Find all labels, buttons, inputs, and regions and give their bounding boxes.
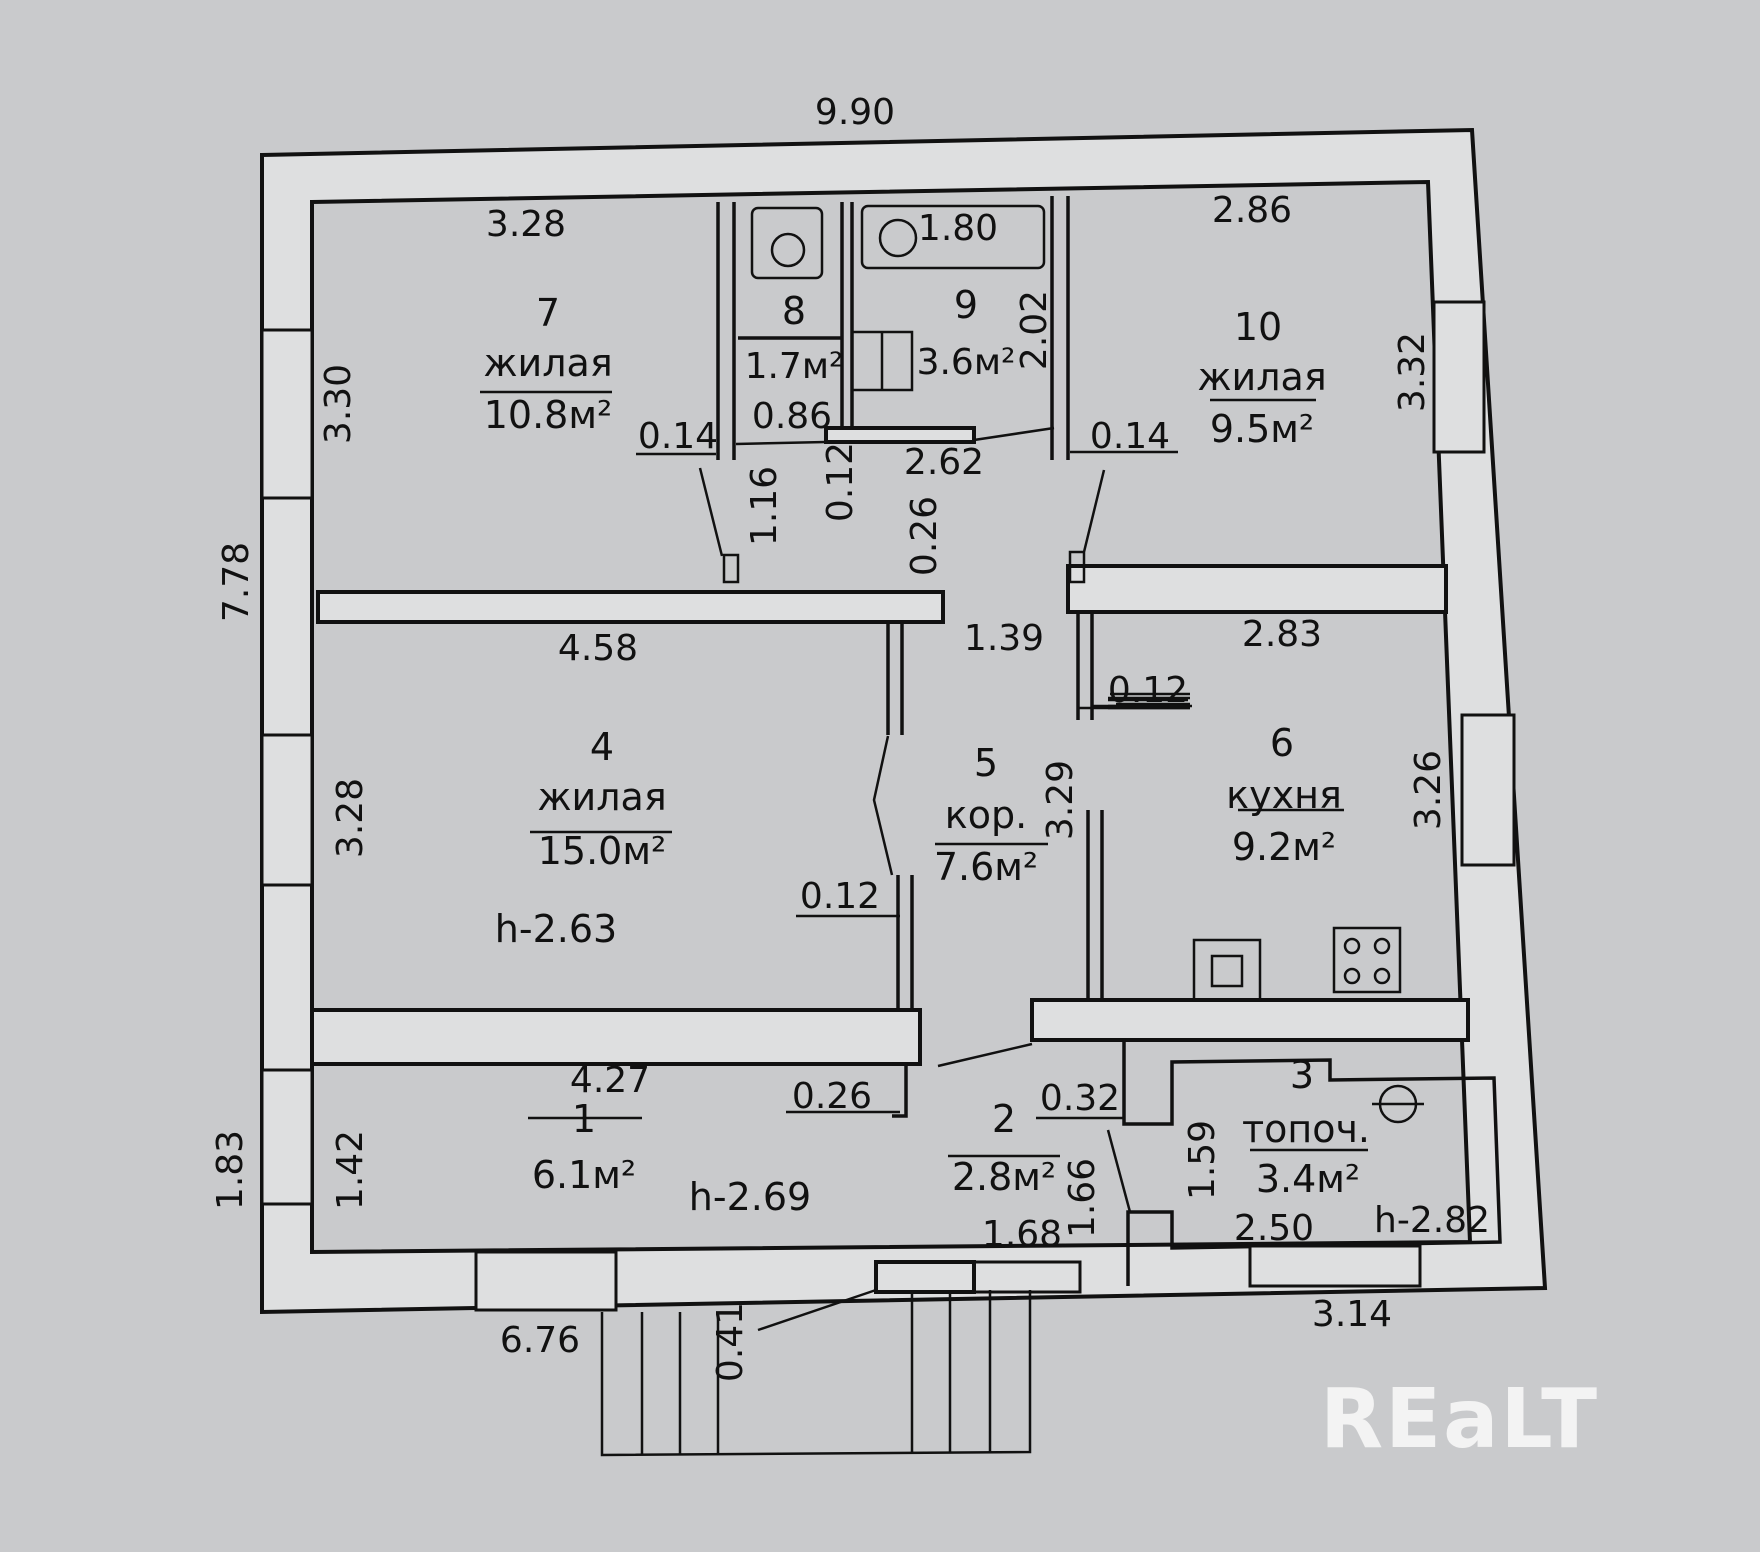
dim-0-26-a: 0.26	[904, 496, 945, 576]
toilet-icon	[750, 206, 824, 280]
wall-6-3	[1030, 998, 1470, 1042]
stove-icon	[1332, 926, 1402, 994]
realt-watermark: REaLT	[1320, 1372, 1600, 1467]
bathtub-icon	[860, 204, 1046, 270]
room-9-dim-side: 2.02	[1014, 290, 1055, 370]
window-bottom-2	[972, 1260, 1082, 1294]
room-1-height: h-2.69	[689, 1175, 811, 1219]
dim-0-12-c: 0.12	[800, 876, 880, 917]
window-right-1	[1432, 300, 1486, 454]
room-1-area: 6.1м²	[532, 1153, 636, 1197]
room-7-dim-top: 3.28	[486, 204, 566, 245]
room-3-type: топоч.	[1242, 1107, 1370, 1151]
door-entrance	[757, 1288, 877, 1332]
dim-left-lower-outer: 1.83	[210, 1130, 251, 1210]
dim-overall-depth: 7.78	[216, 542, 257, 622]
oven-icon	[1192, 938, 1262, 1002]
door-10	[1068, 469, 1106, 584]
door-2	[937, 1042, 1033, 1068]
entry-wall	[892, 1062, 908, 1118]
room-3-dim-side: 1.59	[1182, 1120, 1223, 1200]
dim-overall-width: 9.90	[815, 92, 895, 133]
room-5-type: кор.	[945, 793, 1027, 837]
door-8-9	[735, 426, 1055, 446]
corridor-partition	[824, 426, 976, 444]
room-4-number: 4	[590, 725, 614, 769]
room-2-number: 2	[992, 1097, 1016, 1141]
room-8-area: 1.7м²	[745, 346, 844, 387]
room-3-area: 3.4м²	[1256, 1157, 1360, 1201]
room-6-type: кухня	[1226, 773, 1342, 817]
annex-wall	[1032, 1038, 1502, 1286]
room-6-number: 6	[1270, 721, 1294, 765]
room-7-area: 10.8м²	[484, 393, 613, 437]
room-1-dim-top: 4.27	[570, 1060, 650, 1101]
room-4-dim-top: 4.58	[558, 628, 638, 669]
sink-icon	[850, 330, 914, 392]
wall-10-6	[1066, 564, 1448, 614]
door-4	[872, 735, 894, 876]
room-10-dim-top: 2.86	[1212, 190, 1292, 231]
boiler-icon	[1372, 1084, 1424, 1124]
window-right-2	[1460, 713, 1516, 867]
dim-2-62: 2.62	[904, 442, 984, 483]
window-left-2	[260, 733, 314, 887]
room-7-type: жилая	[483, 341, 612, 385]
dim-bottom-left: 6.76	[500, 1320, 580, 1361]
room-4-dim-side: 3.28	[330, 778, 371, 858]
room-4-area: 15.0м²	[538, 829, 667, 873]
dim-0-12-a: 0.12	[820, 442, 861, 522]
room-2-dim-bottom: 1.68	[982, 1214, 1062, 1255]
dim-0-14-right: 0.14	[1090, 416, 1170, 457]
entrance-steps	[600, 1290, 1032, 1457]
wall-4-1	[310, 1008, 922, 1066]
room-10-dim-side: 3.32	[1392, 332, 1433, 412]
room-4-height: h-2.63	[495, 907, 617, 951]
dim-bottom-right: 3.14	[1312, 1294, 1392, 1335]
room-10-number: 10	[1234, 305, 1282, 349]
room-2-area: 2.8м²	[952, 1155, 1056, 1199]
room-7-number: 7	[536, 291, 560, 335]
dim-1-16: 1.16	[744, 466, 785, 546]
room-4-type: жилая	[537, 775, 666, 819]
dim-0-32: 0.32	[1040, 1078, 1120, 1119]
window-left-1	[260, 328, 314, 500]
room-9-dim-top: 1.80	[918, 208, 998, 249]
room-8-number: 8	[782, 289, 806, 333]
dim-0-41: 0.41	[710, 1302, 751, 1382]
room-3-height: h-2.82	[1374, 1200, 1490, 1241]
window-left-3	[260, 1068, 314, 1206]
room-5-dim-side: 3.29	[1040, 760, 1081, 840]
room-9-area: 3.6м²	[917, 342, 1016, 383]
wall-7-4	[316, 590, 945, 624]
room-10-type: жилая	[1197, 355, 1326, 399]
room-9-number: 9	[954, 283, 978, 327]
dim-0-14-left: 0.14	[638, 416, 718, 457]
door-3	[1106, 1129, 1132, 1213]
room-5-area: 7.6м²	[934, 845, 1038, 889]
room-6-dim-side: 3.26	[1408, 750, 1449, 830]
room-3-dim-bottom: 2.50	[1234, 1208, 1314, 1249]
entrance-landing	[874, 1260, 976, 1294]
room-1-number: 1	[572, 1097, 596, 1141]
door-7	[698, 467, 740, 584]
room-7-dim-side: 3.30	[318, 364, 359, 444]
window-bottom-1	[474, 1250, 618, 1312]
room-6-dim-top: 2.83	[1242, 614, 1322, 655]
room-6-area: 9.2м²	[1232, 825, 1336, 869]
room-2-dim-side: 1.66	[1062, 1158, 1103, 1238]
window-bottom-3	[1248, 1244, 1422, 1288]
dim-0-26-b: 0.26	[792, 1076, 872, 1117]
room-5-number: 5	[974, 741, 998, 785]
room-5-dim-width: 1.39	[964, 618, 1044, 659]
room-8-dim: 0.86	[752, 396, 832, 437]
room-3-number: 3	[1290, 1053, 1314, 1097]
dim-underlines-2	[744, 336, 1192, 710]
room-10-area: 9.5м²	[1210, 407, 1314, 451]
room-1-dim-side: 1.42	[330, 1130, 371, 1210]
dim-0-12-b: 0.12	[1108, 670, 1188, 711]
